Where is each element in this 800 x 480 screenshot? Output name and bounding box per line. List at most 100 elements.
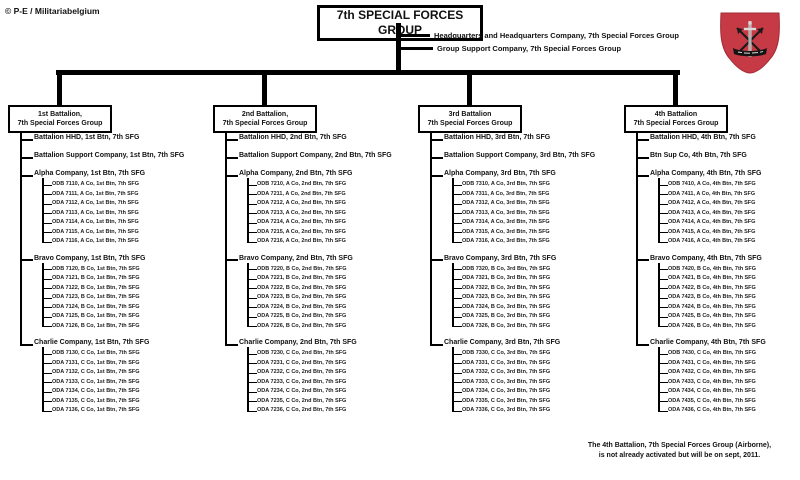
team-item: ODA 7113, A Co, 1st Btn, 7th SFG (42, 208, 213, 219)
team-item: ODB 7330, C Co, 3rd Btn, 7th SFG (452, 347, 623, 359)
team-item: ODA 7226, B Co, 2nd Btn, 7th SFG (247, 321, 418, 332)
team-item: ODB 7410, A Co, 4th Btn, 7th SFG (658, 178, 800, 190)
connector-horizontal-bar (56, 70, 680, 75)
team-item: ODA 7123, B Co, 1st Btn, 7th SFG (42, 293, 213, 303)
team-item: ODA 7124, B Co, 1st Btn, 7th SFG (42, 302, 213, 313)
team-item: ODA 7435, C Co, 4th Btn, 7th SFG (658, 396, 800, 407)
team-item: ODA 7416, A Co, 4th Btn, 7th SFG (658, 237, 800, 247)
connector-stub-4 (673, 70, 678, 106)
team-item: ODA 7216, A Co, 2nd Btn, 7th SFG (247, 237, 418, 247)
team-item: ODA 7413, A Co, 4th Btn, 7th SFG (658, 208, 800, 219)
unit-item: Battalion Support Company, 3rd Btn, 7th … (430, 151, 623, 169)
team-item: ODA 7135, C Co, 1st Btn, 7th SFG (42, 396, 213, 407)
team-item: ODA 7115, A Co, 1st Btn, 7th SFG (42, 227, 213, 238)
team-item: ODA 7322, B Co, 3rd Btn, 7th SFG (452, 283, 623, 294)
team-item: ODA 7314, A Co, 3rd Btn, 7th SFG (452, 218, 623, 228)
team-item: ODA 7433, C Co, 4th Btn, 7th SFG (658, 377, 800, 388)
unit-label: Bravo Company, 2nd Btn, 7th SFG (239, 254, 353, 262)
unit-label: Bravo Company, 3rd Btn, 7th SFG (444, 254, 557, 262)
team-item: ODB 7210, A Co, 2nd Btn, 7th SFG (247, 178, 418, 190)
team-item: ODA 7224, B Co, 2nd Btn, 7th SFG (247, 302, 418, 313)
team-item: ODA 7336, C Co, 3rd Btn, 7th SFG (452, 406, 623, 416)
team-item: ODA 7234, C Co, 2nd Btn, 7th SFG (247, 387, 418, 397)
team-item: ODA 7312, A Co, 3rd Btn, 7th SFG (452, 199, 623, 209)
unit-label: Battalion Support Company, 3rd Btn, 7th … (444, 152, 596, 159)
unit-label: Bravo Company, 4th Btn, 7th SFG (650, 254, 762, 262)
unit-item: Battalion HHD, 3rd Btn, 7th SFG (430, 133, 623, 151)
team-item: ODA 7321, B Co, 3rd Btn, 7th SFG (452, 274, 623, 284)
team-item: ODA 7334, C Co, 3rd Btn, 7th SFG (452, 387, 623, 397)
team-item: ODA 7311, A Co, 3rd Btn, 7th SFG (452, 189, 623, 200)
team-item: ODA 7231, C Co, 2nd Btn, 7th SFG (247, 358, 418, 369)
unit-label: Charlie Company, 4th Btn, 7th SFG (650, 339, 766, 346)
team-item: ODA 7134, C Co, 1st Btn, 7th SFG (42, 387, 213, 397)
team-item: ODA 7222, B Co, 2nd Btn, 7th SFG (247, 283, 418, 294)
hhc-label: Headquarters and Headquarters Company, 7… (434, 31, 679, 40)
battalion-box: 2nd Battalion,7th Special Forces Group (213, 105, 317, 133)
team-item: ODA 7213, A Co, 2nd Btn, 7th SFG (247, 208, 418, 219)
unit-item: Battalion Support Company, 1st Btn, 7th … (20, 151, 213, 169)
connector-title-vertical (396, 23, 401, 75)
unit-label: Alpha Company, 3rd Btn, 7th SFG (444, 170, 556, 177)
team-item: ODA 7313, A Co, 3rd Btn, 7th SFG (452, 208, 623, 219)
team-item: ODA 7423, B Co, 4th Btn, 7th SFG (658, 293, 800, 303)
unit-label: Charlie Company, 3rd Btn, 7th SFG (444, 339, 561, 346)
unit-label: Battalion HHD, 3rd Btn, 7th SFG (444, 134, 551, 141)
unit-label: Bravo Company, 1st Btn, 7th SFG (34, 254, 146, 262)
team-item: ODA 7424, B Co, 4th Btn, 7th SFG (658, 302, 800, 313)
team-item: ODA 7136, C Co, 1st Btn, 7th SFG (42, 406, 213, 416)
team-item: ODA 7215, A Co, 2nd Btn, 7th SFG (247, 227, 418, 238)
footnote-line1: The 4th Battalion, 7th Special Forces Gr… (587, 442, 772, 449)
battalion-box: 1st Battalion,7th Special Forces Group (8, 105, 112, 133)
connector-stub-2 (262, 70, 267, 106)
team-item: ODA 7212, A Co, 2nd Btn, 7th SFG (247, 199, 418, 209)
team-item: ODA 7335, C Co, 3rd Btn, 7th SFG (452, 396, 623, 407)
team-item: ODA 7436, C Co, 4th Btn, 7th SFG (658, 406, 800, 416)
team-item: ODB 7110, A Co, 1st Btn, 7th SFG (42, 178, 213, 190)
team-item: ODA 7422, B Co, 4th Btn, 7th SFG (658, 283, 800, 294)
team-item: ODA 7125, B Co, 1st Btn, 7th SFG (42, 312, 213, 322)
unit-item: Battalion HHD, 2nd Btn, 7th SFG (225, 133, 418, 151)
team-item: ODA 7214, A Co, 2nd Btn, 7th SFG (247, 218, 418, 228)
team-item: ODA 7434, C Co, 4th Btn, 7th SFG (658, 387, 800, 397)
unit-item: Battalion HHD, 4th Btn, 7th SFG (636, 133, 800, 151)
unit-item: Battalion Support Company, 2nd Btn, 7th … (225, 151, 418, 169)
team-item: ODA 7232, C Co, 2nd Btn, 7th SFG (247, 368, 418, 378)
team-item: ODA 7431, C Co, 4th Btn, 7th SFG (658, 358, 800, 369)
team-item: ODB 7230, C Co, 2nd Btn, 7th SFG (247, 347, 418, 359)
team-item: ODA 7122, B Co, 1st Btn, 7th SFG (42, 283, 213, 294)
unit-label: Battalion Support Company, 1st Btn, 7th … (34, 152, 185, 159)
team-item: ODA 7414, A Co, 4th Btn, 7th SFG (658, 218, 800, 228)
team-item: ODA 7411, A Co, 4th Btn, 7th SFG (658, 189, 800, 200)
battalion-name-line2: 7th Special Forces Group (222, 120, 308, 127)
footnote: The 4th Battalion, 7th Special Forces Gr… (562, 441, 797, 460)
team-item: ODA 7133, C Co, 1st Btn, 7th SFG (42, 377, 213, 388)
team-item: ODA 7131, C Co, 1st Btn, 7th SFG (42, 358, 213, 369)
team-item: ODB 7320, B Co, 3rd Btn, 7th SFG (452, 262, 623, 275)
team-item: ODA 7121, B Co, 1st Btn, 7th SFG (42, 274, 213, 284)
battalion-name-line2: 7th Special Forces Group (427, 120, 513, 127)
team-item: ODA 7331, C Co, 3rd Btn, 7th SFG (452, 358, 623, 369)
unit-label: Alpha Company, 4th Btn, 7th SFG (650, 170, 762, 177)
team-item: ODB 7430, C Co, 4th Btn, 7th SFG (658, 347, 800, 359)
team-item: ODA 7315, A Co, 3rd Btn, 7th SFG (452, 227, 623, 238)
unit-label: Charlie Company, 2nd Btn, 7th SFG (239, 339, 357, 346)
team-item: ODA 7233, C Co, 2nd Btn, 7th SFG (247, 377, 418, 388)
team-item: ODA 7325, B Co, 3rd Btn, 7th SFG (452, 312, 623, 322)
unit-label: Battalion HHD, 1st Btn, 7th SFG (34, 134, 140, 141)
